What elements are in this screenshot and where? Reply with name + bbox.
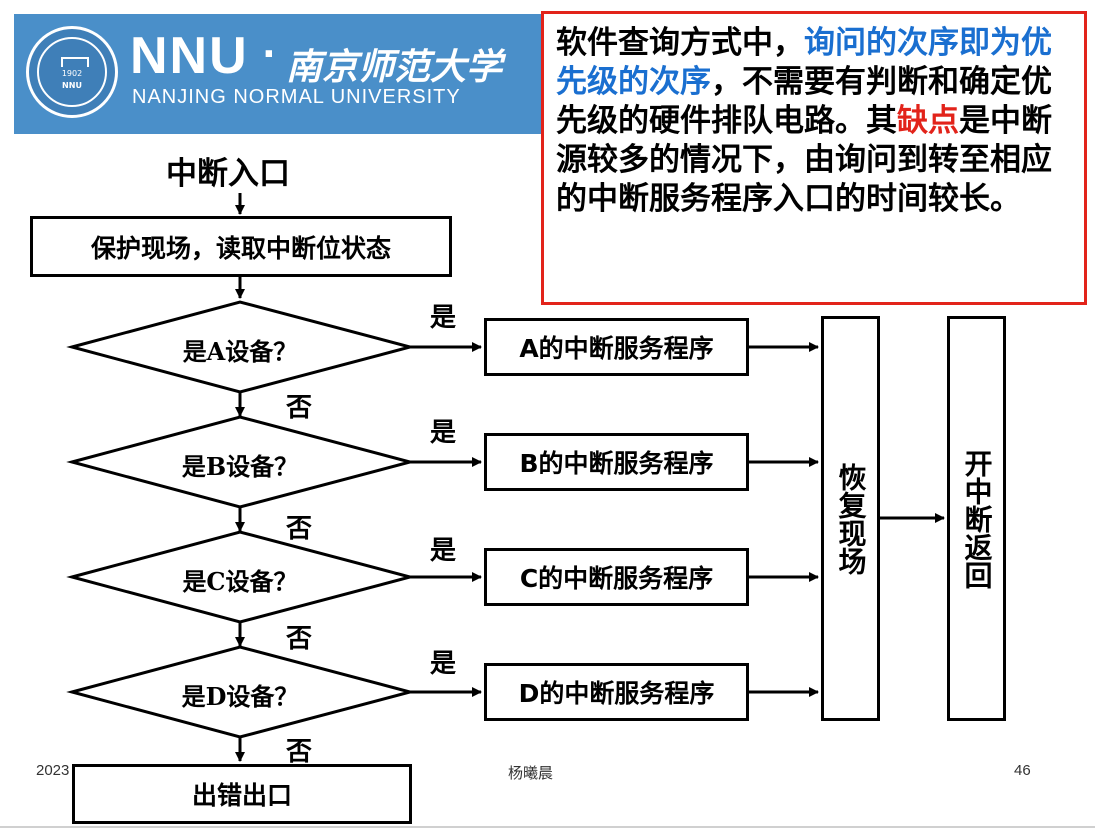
footer-page-number: 46	[1014, 762, 1031, 779]
note-highlight-red: 缺点	[897, 103, 959, 139]
service-c-box: C的中断服务程序	[484, 548, 749, 606]
restore-context-box: 恢复现场	[821, 316, 880, 721]
flow-entry-label: 中断入口	[166, 156, 290, 192]
decision-d-label: 是D设备？	[181, 682, 299, 711]
yes-label-c: 是	[430, 536, 457, 566]
decision-c-diamond	[66, 530, 416, 624]
logo-separator: ·	[262, 34, 276, 75]
note-box: 软件查询方式中，询问的次序即为优先级的次序，不需要有判断和确定优先级的硬件排队电…	[541, 11, 1087, 305]
no-label-b: 否	[286, 514, 313, 544]
logo-chinese-name: 南京师范大学	[286, 46, 503, 88]
no-label-d: 否	[286, 737, 313, 767]
note-text-3: 是中断源较多的情况下，由询问到转至相应的中断服务程序入口的时间较长。	[556, 103, 1052, 217]
service-d-box: D的中断服务程序	[484, 663, 749, 721]
note-text-1: 软件查询方式中，	[556, 25, 804, 61]
yes-label-b: 是	[430, 418, 457, 448]
note-text-2: ，不需要有判断和确定优先级的硬件排队电路。其	[556, 64, 1052, 139]
enable-interrupt-return-box: 开中断返回	[947, 316, 1006, 721]
yes-label-a: 是	[430, 303, 457, 333]
decision-a-diamond	[66, 300, 416, 394]
decision-d-diamond	[66, 645, 416, 739]
service-a-box: A的中断服务程序	[484, 318, 749, 376]
footer-date: 2023	[36, 762, 70, 779]
error-exit-box: 出错出口	[72, 764, 412, 824]
slide-bottom-divider	[0, 826, 1095, 828]
no-label-a: 否	[286, 393, 313, 423]
footer-author: 杨曦晨	[508, 765, 554, 782]
logo-abbr: NNU	[130, 27, 249, 85]
save-context-box: 保护现场，读取中断位状态	[30, 216, 452, 277]
logo-english-name: NANJING NORMAL UNIVERSITY	[132, 86, 461, 108]
decision-b-label: 是B设备？	[181, 452, 299, 481]
service-b-box: B的中断服务程序	[484, 433, 749, 491]
university-seal-icon: 1902 NNU	[26, 26, 118, 118]
decision-c-label: 是C设备？	[182, 567, 298, 596]
decision-b-diamond	[66, 415, 416, 509]
yes-label-d: 是	[430, 649, 457, 679]
note-highlight-blue: 询问的次序即为优先级的次序	[556, 25, 1052, 100]
decision-a-label: 是A设备？	[182, 337, 298, 366]
no-label-c: 否	[286, 624, 313, 654]
